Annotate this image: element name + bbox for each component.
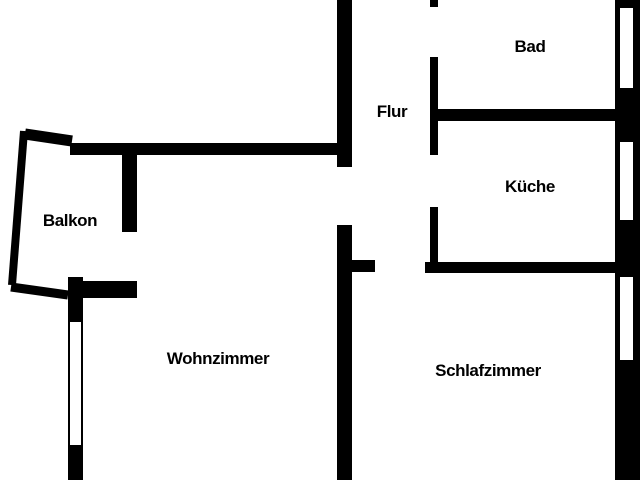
window-kueche — [620, 142, 633, 220]
room-label-flur: Flur — [376, 102, 408, 121]
balkon-wall-bottom — [10, 282, 69, 300]
room-label-balkon: Balkon — [42, 211, 98, 230]
wall-bad-top-stub — [430, 0, 438, 7]
wall-kueche-schlafzimmer — [425, 262, 615, 273]
window-bad — [620, 8, 633, 88]
wall-flur-bad — [430, 57, 438, 155]
room-label-schlafzimmer: Schlafzimmer — [435, 361, 541, 380]
balkon-wall-top — [24, 128, 73, 147]
room-label-kueche: Küche — [505, 177, 555, 196]
wall-central-lower — [337, 225, 352, 480]
wall-wohnzimmer-top — [70, 143, 352, 155]
wall-central-stub — [352, 260, 375, 272]
wall-left-upper-stub — [122, 155, 137, 232]
wall-bad-kueche-divider — [433, 109, 615, 121]
wall-central-upper — [337, 0, 352, 167]
window-schlafzimmer — [620, 277, 633, 360]
wall-flur-kueche — [430, 207, 438, 267]
balkon-wall-left — [8, 130, 28, 286]
window-wohnzimmer — [70, 322, 81, 445]
wall-balkon-door-bar — [68, 281, 137, 298]
room-label-wohnzimmer: Wohnzimmer — [166, 349, 270, 368]
room-label-bad: Bad — [514, 37, 546, 56]
